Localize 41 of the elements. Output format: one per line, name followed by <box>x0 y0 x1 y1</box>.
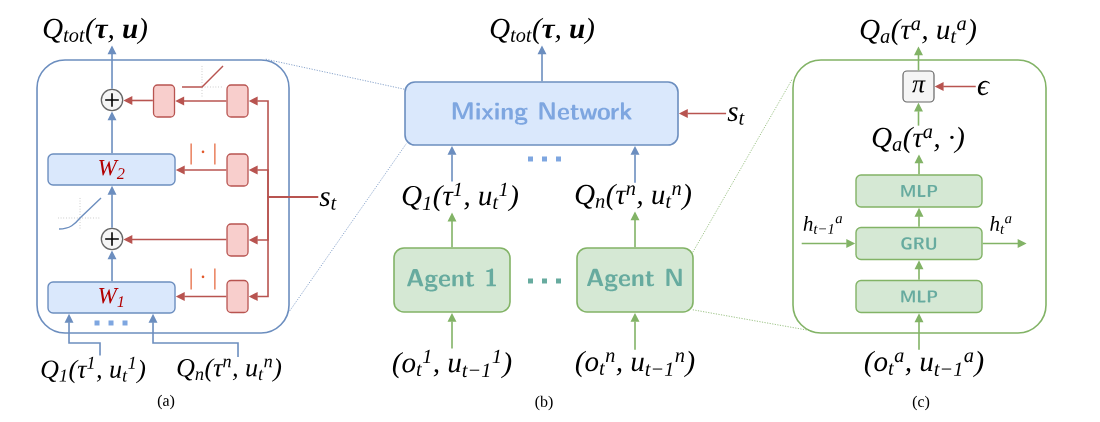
formula-label: Q$_{tot}$(τ, u) <box>490 17 594 45</box>
weight-box: W$_{2}$ <box>47 153 176 186</box>
formula-label: Q$_{n}$(τ$^{n}$, u$_{t}$$^{n}$) <box>575 183 691 211</box>
layer-box <box>226 84 249 118</box>
formula-label: h$_{t−1}$a <box>803 216 843 234</box>
layer-box <box>226 279 249 314</box>
layer-box <box>152 84 176 118</box>
layer-box: MLP <box>855 279 983 314</box>
layer-box: MLP <box>855 174 983 208</box>
dotted-line <box>289 143 407 312</box>
panel-caption: (a) <box>157 394 175 410</box>
layer-box: GRU <box>855 226 983 261</box>
weight-box: W$_{1}$ <box>47 281 176 314</box>
function-label: | · | <box>190 268 216 290</box>
formula-label: h$_{t}$a <box>990 216 1012 234</box>
dotted-line <box>265 58 405 90</box>
network-box: Mixing Network <box>404 81 679 146</box>
epsilon-symbol: ϵ <box>977 80 990 96</box>
panel-frame <box>792 59 1047 334</box>
function-label: | · | <box>190 143 216 165</box>
formula-label: s$_{t}$ <box>319 192 337 210</box>
formula-label: Q$_{a}$(τ$^{a}$, ·) <box>872 126 964 154</box>
formula-label: (o$_{t}$$^{1}$, u$_{t−1}$$^{1}$) <box>392 349 512 379</box>
panel-caption: (c) <box>912 395 930 411</box>
layer-box <box>226 223 249 257</box>
policy-box: π <box>902 70 935 103</box>
agent-box: Agent 1 <box>393 247 511 313</box>
formula-label: Q$_{1}$(τ$^{1}$, u$_{t}$$^{1}$) <box>402 182 518 212</box>
layer-box <box>226 153 249 187</box>
panel-frame <box>36 59 290 334</box>
dotted-line <box>692 309 812 332</box>
formula-label: (o$_{t}$$^{a}$, u$_{t−1}$$^{a}$) <box>864 350 984 378</box>
panel-caption: (b) <box>535 395 553 411</box>
agent-box: Agent N <box>576 247 694 313</box>
dotted-line <box>692 78 793 253</box>
formula-label: Q$_{tot}$(τ, u) <box>43 17 147 45</box>
formula-label: (o$_{t}$$^{n}$, u$_{t−1}$$^{n}$) <box>575 350 695 378</box>
formula-label: Q$_{n}$(τ$^{n}$, u$_{t}$$^{n}$) <box>177 358 282 382</box>
formula-label: Q$_{1}$(τ$^{1}$, u$_{t}$$^{1}$) <box>41 356 146 384</box>
formula-label: Q$_{a}$(τ$^{a}$, u$_{t}$$^{a}$) <box>860 18 976 46</box>
formula-label: s$_{t}$ <box>727 107 745 125</box>
